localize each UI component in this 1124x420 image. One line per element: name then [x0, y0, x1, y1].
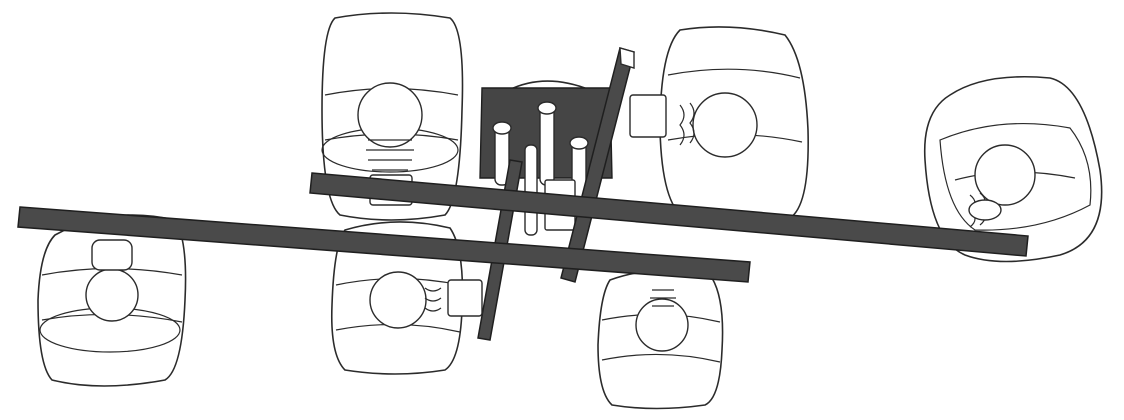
- lower-arm-bar: [17, 206, 751, 283]
- upper-arm-bar: [309, 172, 1029, 257]
- shade-top-right: [629, 26, 809, 224]
- mounting-plate: [479, 80, 613, 236]
- shade-right: [923, 75, 1103, 263]
- shade-front-left: [37, 214, 187, 387]
- shade-front-middle: [330, 221, 483, 375]
- shade-front-right: [597, 269, 724, 410]
